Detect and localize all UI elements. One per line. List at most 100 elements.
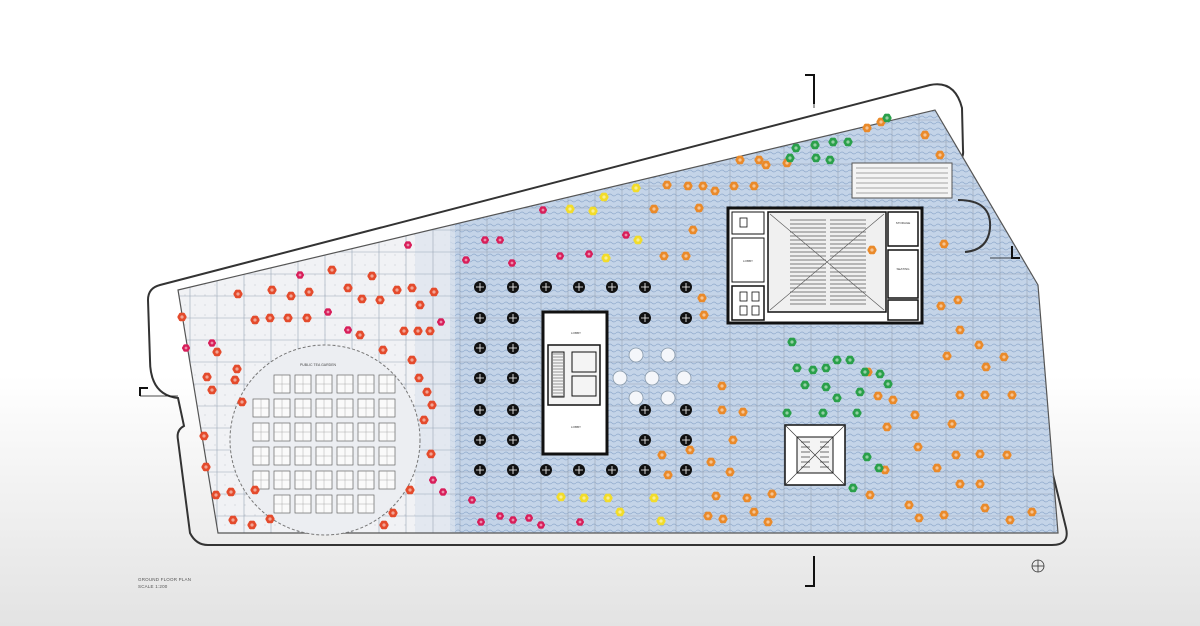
tree [763, 517, 773, 527]
tree [882, 422, 892, 432]
tree [951, 450, 961, 460]
tree [843, 137, 853, 147]
pavilion [784, 424, 846, 486]
tree [378, 345, 388, 355]
tree [177, 312, 187, 322]
tree [539, 206, 547, 214]
tree [883, 379, 893, 389]
tree [404, 241, 412, 249]
light-column [628, 347, 644, 363]
tree [910, 410, 920, 420]
site-boundary [146, 83, 1068, 546]
tree [792, 363, 802, 373]
tree [355, 330, 365, 340]
tree [212, 347, 222, 357]
tree [429, 476, 437, 484]
tree [874, 463, 884, 473]
tree [230, 375, 240, 385]
plan-scale: SCALE 1:200 [138, 584, 168, 589]
tree [599, 192, 609, 202]
tree [683, 181, 693, 191]
tree [537, 521, 545, 529]
tree [725, 467, 735, 477]
tree [699, 310, 709, 320]
tree [407, 283, 417, 293]
tree [975, 449, 985, 459]
tree [981, 362, 991, 372]
tree [980, 390, 990, 400]
tree [1027, 507, 1037, 517]
exhibit-label: PUBLIC TEA GARDEN [300, 363, 337, 367]
tree [717, 381, 727, 391]
tree [810, 140, 820, 150]
tree [304, 287, 314, 297]
tree [999, 352, 1009, 362]
tree [754, 155, 764, 165]
central-core: LOBBY LOBBY [541, 310, 609, 456]
lobby-right-label: LOBBY [743, 259, 753, 263]
tree [867, 245, 877, 255]
tree [848, 483, 858, 493]
tree [576, 518, 584, 526]
section-marker-icon [139, 74, 1020, 587]
tree [738, 407, 748, 417]
tree [207, 385, 217, 395]
tree [579, 493, 589, 503]
storage-label: STORAGE [896, 221, 911, 225]
tree [357, 294, 367, 304]
light-column [660, 347, 676, 363]
tree [656, 516, 666, 526]
tree [233, 289, 243, 299]
tree [688, 225, 698, 235]
tree [649, 204, 659, 214]
tree [283, 313, 293, 323]
tree [199, 431, 209, 441]
tree [663, 470, 673, 480]
tree [405, 485, 415, 495]
tree [422, 387, 432, 397]
tree [392, 285, 402, 295]
tree [729, 181, 739, 191]
tree [462, 256, 470, 264]
tree [787, 337, 797, 347]
tree [202, 372, 212, 382]
tree [698, 181, 708, 191]
tree [862, 452, 872, 462]
tree [265, 514, 275, 524]
tree [622, 231, 630, 239]
tree [657, 450, 667, 460]
light-column [612, 370, 628, 386]
tree [681, 251, 691, 261]
tree [631, 183, 641, 193]
tree [344, 326, 352, 334]
tree [375, 295, 385, 305]
tree [697, 293, 707, 303]
tree [1002, 450, 1012, 460]
tree [785, 153, 795, 163]
tree [296, 271, 304, 279]
tree [914, 513, 924, 523]
tree [415, 300, 425, 310]
tree [556, 492, 566, 502]
tree [588, 206, 598, 216]
tree [1007, 390, 1017, 400]
tree [565, 204, 575, 214]
tree [343, 283, 353, 293]
tree [237, 397, 247, 407]
tree [468, 496, 476, 504]
tree [413, 326, 423, 336]
tree [791, 143, 801, 153]
tree [832, 355, 842, 365]
tree [703, 511, 713, 521]
tree [865, 490, 875, 500]
tree [800, 380, 810, 390]
tree [208, 339, 216, 347]
tree [855, 387, 865, 397]
tree [659, 251, 669, 261]
tree [585, 250, 593, 258]
tree [525, 514, 533, 522]
tree [825, 155, 835, 165]
light-column [628, 390, 644, 406]
tree [711, 491, 721, 501]
tree [1005, 515, 1015, 525]
